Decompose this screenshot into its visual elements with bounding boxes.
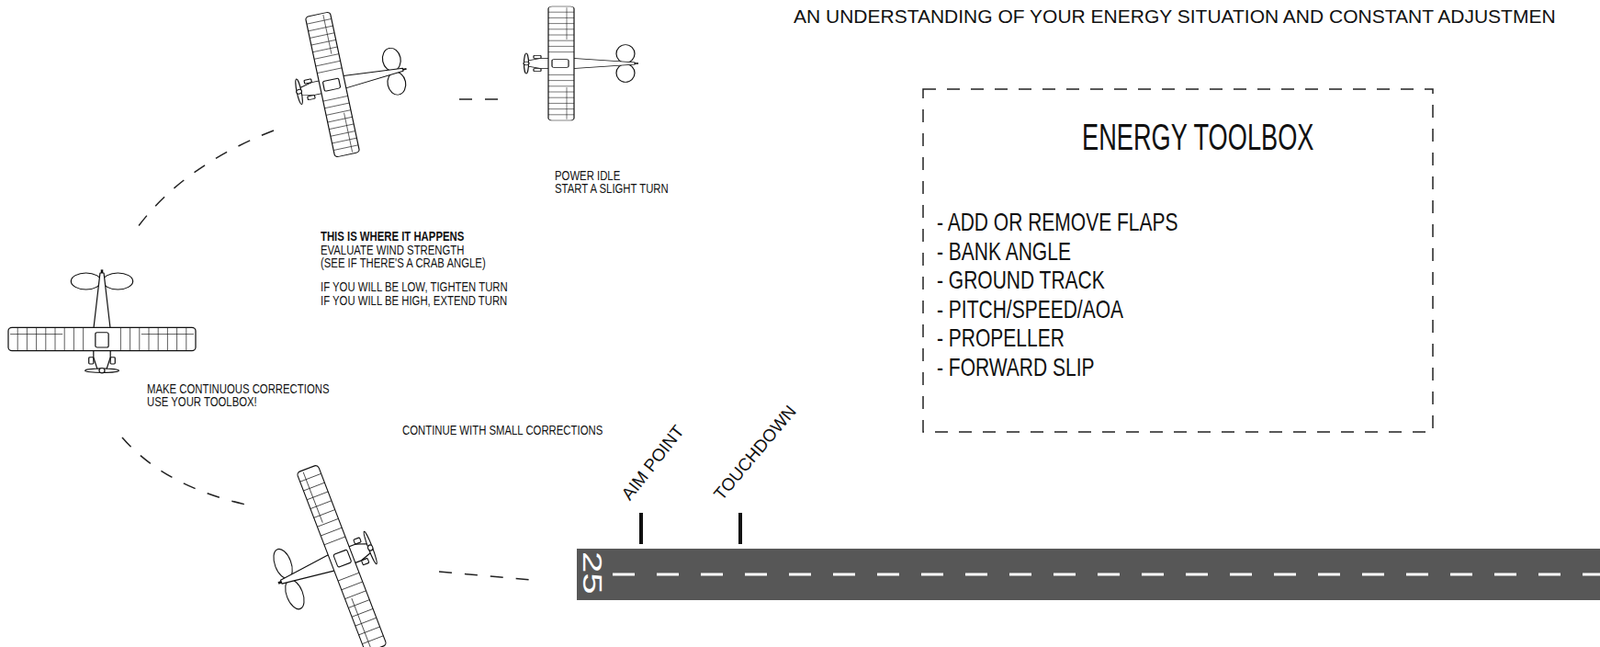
- airplane: [243, 456, 407, 647]
- airplane: [281, 0, 421, 163]
- note-text: IF YOU WILL BE HIGH, EXTEND TURN: [320, 293, 508, 308]
- toolbox-item: - BANK ANGLE: [936, 236, 1071, 266]
- runway-centerline: [612, 573, 1600, 576]
- toolbox-item: - FORWARD SLIP: [936, 352, 1095, 382]
- note-text: MAKE CONTINUOUS CORRECTIONS: [146, 382, 329, 396]
- dashed-border-rect: [923, 89, 1433, 432]
- flight-path: [439, 571, 531, 580]
- runway-number: 25: [580, 551, 605, 595]
- note-text: CONTINUE WITH SMALL CORRECTIONS: [402, 423, 603, 438]
- toolbox-box: ENERGY TOOLBOX - ADD OR REMOVE FLAPS- BAN…: [922, 88, 1434, 433]
- header-text: AN UNDERSTANDING OF YOUR ENERGY SITUATIO…: [793, 5, 1556, 28]
- runway: 25: [576, 548, 1600, 600]
- toolbox-item: - ADD OR REMOVE FLAPS: [936, 207, 1179, 237]
- touchdown-marker: [738, 512, 743, 544]
- airplane: [523, 6, 639, 121]
- airplane: [8, 269, 196, 373]
- marker-label: TOUCHDOWN: [710, 402, 800, 504]
- marker-label: AIM POINT: [618, 421, 688, 504]
- note-text: (SEE IF THERE'S A CRAB ANGLE): [320, 256, 486, 271]
- toolbox-item: - GROUND TRACK: [936, 265, 1105, 294]
- note-text: IF YOU WILL BE LOW, TIGHTEN TURN: [320, 280, 508, 294]
- toolbox-item: - PITCH/SPEED/AOA: [936, 294, 1124, 324]
- note-text: EVALUATE WIND STRENGTH: [320, 243, 464, 258]
- flight-path: [122, 437, 250, 506]
- flight-path: [137, 130, 274, 227]
- note-text: THIS IS WHERE IT HAPPENS: [320, 229, 464, 244]
- note-text: START A SLIGHT TURN: [554, 181, 669, 196]
- note-text: USE YOUR TOOLBOX!: [146, 394, 258, 409]
- aim-point-marker: [639, 512, 643, 544]
- flight-path: [459, 98, 511, 101]
- toolbox-item: - PROPELLER: [936, 323, 1065, 352]
- toolbox-title: ENERGY TOOLBOX: [1081, 116, 1314, 158]
- note-text: POWER IDLE: [554, 169, 620, 183]
